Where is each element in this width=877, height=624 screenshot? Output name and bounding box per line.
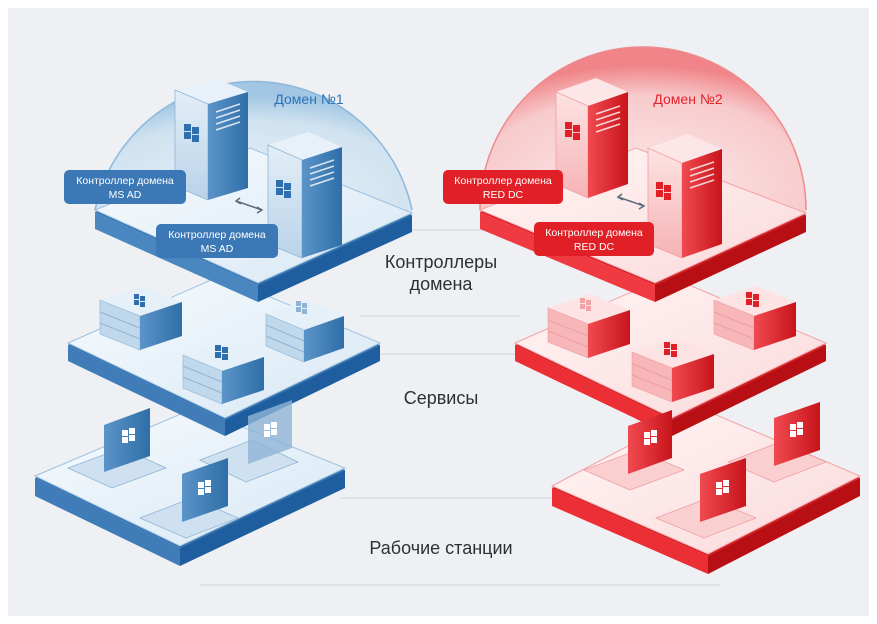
svg-text:Контроллер домена: Контроллер домена — [454, 175, 552, 187]
red-sync-arrows-icon — [616, 193, 646, 210]
red-os-icon — [644, 430, 657, 445]
red-service-server-3 — [631, 338, 714, 403]
windows-icon — [264, 422, 277, 437]
blue-dc-server-2 — [267, 132, 342, 259]
windows-icon — [122, 428, 135, 443]
blue-sync-arrows-icon — [234, 197, 264, 214]
red-service-server-2 — [713, 286, 796, 351]
red-os-icon — [580, 298, 591, 311]
domain-title-right: Домен №2 — [653, 91, 722, 107]
svg-text:Контроллер домена: Контроллер домена — [545, 227, 643, 239]
red-laptop-1 — [582, 410, 686, 491]
dc-label-right-1: Контроллер домена RED DC — [443, 170, 563, 204]
svg-text:Контроллер домена: Контроллер домена — [168, 229, 266, 241]
red-service-server-1 — [547, 294, 630, 359]
svg-text:Контроллер домена: Контроллер домена — [76, 175, 174, 187]
layer-title-workstations: Рабочие станции — [369, 538, 512, 558]
windows-icon — [198, 480, 211, 495]
red-laptop-3 — [654, 458, 758, 539]
red-os-icon — [664, 342, 677, 357]
red-dc-server-1 — [555, 78, 628, 199]
blue-laptop-1 — [66, 408, 168, 489]
blue-laptop-3 — [138, 458, 240, 539]
red-os-icon — [656, 182, 671, 200]
svg-text:MS AD: MS AD — [109, 189, 142, 201]
blue-service-server-2 — [265, 300, 344, 363]
layer-title-controllers-line1: Контроллеры — [385, 252, 497, 272]
blue-service-server-3 — [182, 341, 264, 405]
red-os-icon — [790, 422, 803, 437]
red-laptop-2 — [726, 402, 828, 483]
windows-icon — [276, 180, 291, 198]
windows-icon — [184, 124, 199, 142]
dc-label-right-2: Контроллер домена RED DC — [534, 222, 654, 256]
layer-title-controllers-line2: домена — [410, 274, 474, 294]
red-os-icon — [565, 122, 580, 140]
red-os-icon — [716, 480, 729, 495]
svg-text:RED DC: RED DC — [574, 241, 615, 253]
red-os-icon — [746, 292, 759, 307]
layer-title-services: Сервисы — [404, 388, 479, 408]
blue-service-server-1 — [99, 286, 182, 351]
windows-icon — [134, 294, 145, 307]
windows-icon — [296, 301, 307, 314]
red-dc-server-2 — [647, 134, 722, 259]
svg-text:MS AD: MS AD — [201, 243, 234, 255]
blue-dc-server-1 — [174, 78, 248, 201]
domain-title-left: Домен №1 — [274, 91, 343, 107]
windows-icon — [215, 345, 228, 360]
dc-label-left-2: Контроллер домена MS AD — [156, 224, 278, 258]
svg-text:RED DC: RED DC — [483, 189, 524, 201]
dc-label-left-1: Контроллер домена MS AD — [64, 170, 186, 204]
